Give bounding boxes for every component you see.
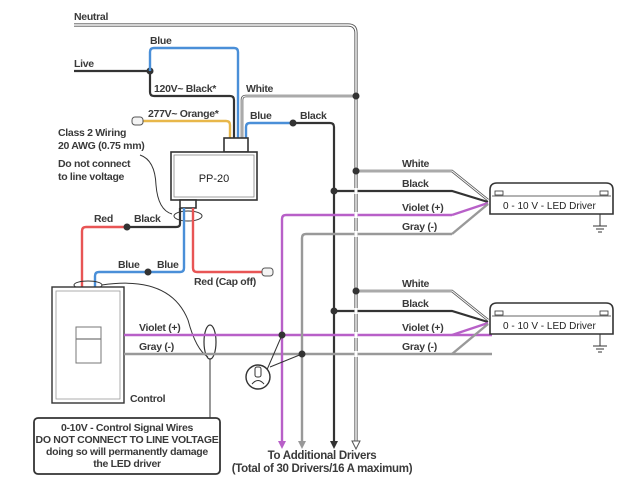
red-cap-wire	[191, 208, 262, 274]
d1-white-label: White	[402, 158, 430, 170]
white-top-label: White	[246, 83, 274, 95]
ground-icon	[593, 214, 607, 233]
blue-top-label: Blue	[150, 35, 172, 47]
class2-label-3: Do not connect	[58, 158, 131, 170]
blue-top-wire	[148, 46, 240, 138]
warning-line-1: 0-10V - Control Signal Wires	[61, 422, 194, 434]
d1-black-label: Black	[402, 178, 429, 190]
black-junction-d1	[330, 187, 338, 195]
black-switched-wire	[293, 121, 336, 445]
blue-lv-wire	[93, 208, 186, 288]
driver2-wires	[334, 289, 489, 355]
v120-black-label: 120V~ Black*	[154, 83, 217, 95]
led-driver-2: 0 - 10 V - LED Driver	[489, 302, 614, 353]
neutral-label: Neutral	[74, 11, 108, 23]
class2-label-1: Class 2 Wiring	[58, 127, 126, 139]
blue-left-label-1: Blue	[118, 259, 140, 271]
v277-orange-label: 277V~ Orange*	[148, 108, 220, 120]
violet-riser-wire	[280, 213, 452, 445]
black-junction-d2	[330, 307, 338, 315]
neutral-junction-top	[352, 92, 360, 100]
d2-violet-label: Violet (+)	[402, 322, 443, 334]
black-mid-label: Black	[300, 110, 327, 122]
violet-ctrl-label: Violet (+)	[139, 322, 180, 334]
black-120v-wire	[148, 71, 236, 138]
red-cap-label: Red (Cap off)	[194, 276, 256, 288]
d1-gray-label: Gray (-)	[402, 221, 437, 233]
blue-blue-junction	[144, 268, 152, 276]
black-left-label: Black	[134, 213, 161, 225]
gray-ctrl-label: Gray (-)	[139, 341, 174, 353]
ground-icon	[593, 334, 607, 353]
d2-black-label: Black	[402, 298, 429, 310]
driver1-wires	[334, 169, 489, 235]
pp20-power-pack: PP-20	[170, 137, 258, 209]
warning-box: 0-10V - Control Signal Wires DO NOT CONN…	[33, 417, 221, 475]
white-top-wire	[240, 94, 356, 138]
red-black-junction	[123, 223, 131, 231]
additional-drivers-arrows	[278, 440, 361, 451]
neutral-junction-d2	[352, 287, 360, 295]
additional-drivers-line-2: (Total of 30 Drivers/16 A maximum)	[232, 463, 413, 475]
warning-line-4: the LED driver	[93, 458, 161, 470]
blue-left-label-2: Blue	[157, 259, 179, 271]
class2-bundle-ring	[173, 210, 203, 222]
driver1-label: 0 - 10 V - LED Driver	[503, 201, 596, 212]
d2-gray-label: Gray (-)	[402, 341, 437, 353]
wire-nut-icon	[245, 334, 303, 390]
red-lv-wire	[80, 225, 127, 288]
wire-cap-icon	[131, 116, 144, 126]
driver2-label: 0 - 10 V - LED Driver	[503, 321, 596, 332]
control-label: Control	[130, 393, 166, 405]
class2-leader	[139, 154, 173, 215]
orange-277v-wire	[143, 119, 232, 138]
live-label: Live	[74, 58, 94, 70]
class2-label-2: 20 AWG (0.75 mm)	[58, 140, 144, 152]
led-driver-1: 0 - 10 V - LED Driver	[489, 182, 614, 233]
blue-switched-wire	[244, 121, 293, 138]
pp20-label: PP-20	[199, 173, 230, 185]
wire-cap-icon	[261, 267, 274, 277]
d2-white-label: White	[402, 278, 430, 290]
gray-riser-wire	[300, 232, 452, 445]
neutral-junction-d1	[352, 167, 360, 175]
warning-line-2: DO NOT CONNECT TO LINE VOLTAGE	[36, 434, 219, 446]
neutral-wire	[74, 23, 358, 445]
control-dimmer	[51, 280, 125, 404]
red-left-label: Red	[94, 213, 113, 225]
control-bundle-leader	[101, 282, 209, 358]
d1-violet-label: Violet (+)	[402, 202, 443, 214]
black-lv-wire	[127, 208, 182, 229]
additional-drivers-line-1: To Additional Drivers	[268, 450, 377, 462]
blue-mid-label: Blue	[250, 110, 272, 122]
warning-line-3: doing so will permanently damage	[46, 446, 208, 458]
blue-black-junction	[289, 119, 297, 127]
class2-label-4: to line voltage	[58, 171, 125, 183]
